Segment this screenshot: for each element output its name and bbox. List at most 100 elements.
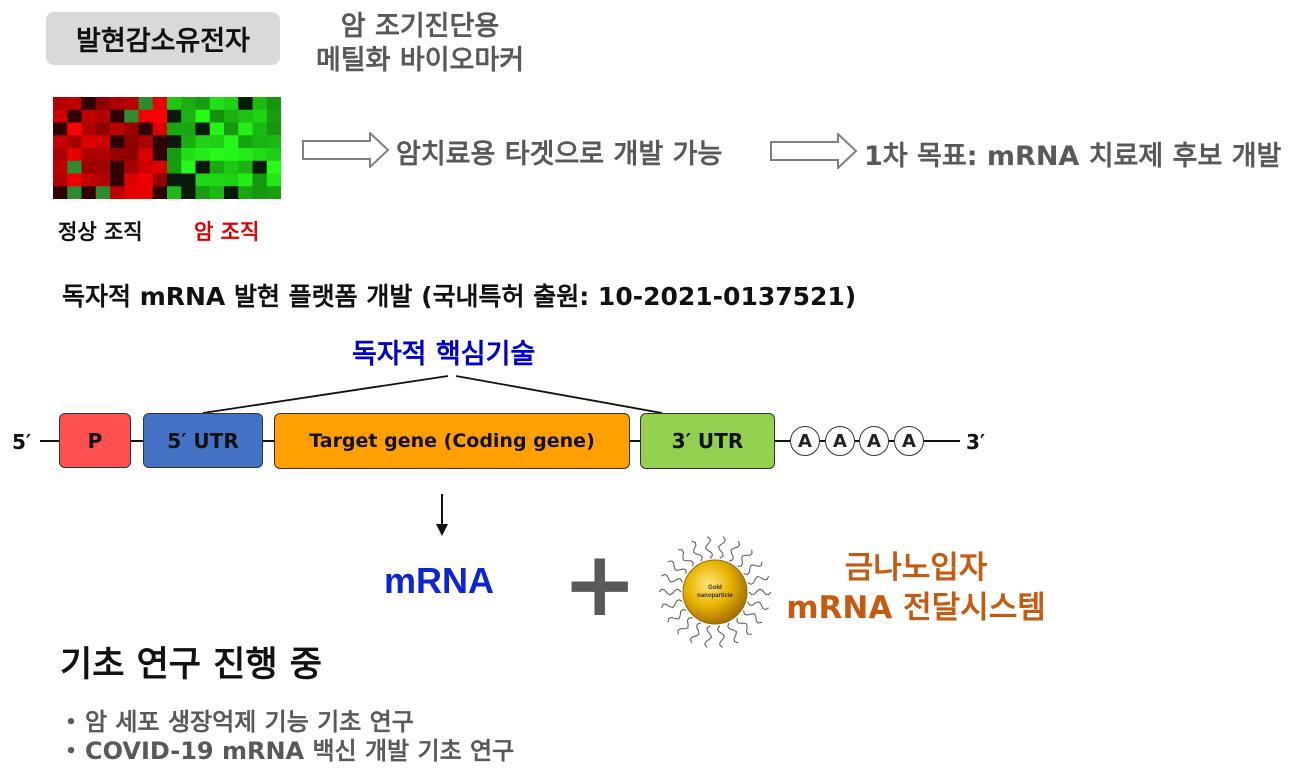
heatmap-cell [167,97,182,111]
heatmap-cell [224,186,239,199]
heatmap-cell [124,97,139,111]
heatmap-cell [238,173,253,187]
heatmap-cell [110,173,125,187]
subtitle-line-1: 암 조기진단용 [340,11,500,42]
ligand-strand [743,610,763,624]
heatmap-cell [167,148,182,162]
heatmap-cell [95,148,111,162]
heatmap-cell [81,173,97,187]
heatmap-cell [124,135,139,149]
biomarker-subtitle: 암 조기진단용 메틸화 바이오마커 [300,10,540,78]
flow-arrow-2 [770,133,858,169]
platform-heading: 독자적 mRNA 발현 플랫폼 개발 (국내특허 출원: 10-2021-013… [62,282,857,311]
heatmap-cell [252,109,268,123]
heatmap-cell [124,186,139,199]
ligand-strand [728,540,741,562]
ligand-strand [747,601,769,611]
heatmap-cell [238,122,253,136]
heatmap-cell [209,122,225,136]
heatmap-cell [195,148,211,162]
heatmap-cell [266,135,281,149]
heatmap-cell [209,173,225,187]
heatmap-cell [238,135,253,149]
ligand-strand [667,608,687,623]
ligand-strand [747,575,770,585]
heatmap-cell [95,186,111,199]
heatmap-cell [95,109,111,123]
heatmap-cell [238,109,253,123]
heatmap-cell [195,135,211,149]
heatmap-cell [53,135,68,149]
heatmap-cell [138,173,154,187]
heatmap-cell [81,122,97,136]
heatmap-cell [252,160,268,174]
heatmap-cell [67,97,82,111]
bracket-left [202,375,449,414]
heatmap-cell [53,148,68,162]
heatmap-cell [209,148,225,162]
delivery-line-2: mRNA 전달시스템 [786,590,1046,626]
heatmap-cell [110,109,125,123]
list-item: 암 세포 생장억제 기능 기초 연구 [57,708,514,737]
heatmap-cell [152,109,168,123]
heatmap-cell [95,122,111,136]
heatmap-cell [195,109,211,123]
heatmap-cell [138,148,154,162]
heatmap-cell [124,160,139,174]
heatmap-cell [238,160,253,174]
heatmap-cell [95,135,111,149]
heatmap-cell [224,109,239,123]
heatmap-cell [124,173,139,187]
heatmap-cell [209,135,225,149]
heatmap-cell [266,97,281,111]
ligand-strand [704,536,714,559]
flow-step-1: 암치료용 타겟으로 개발 가능 [396,139,723,170]
plus-sign: + [562,532,638,637]
heatmap-cell [67,186,82,199]
heatmap-cell [195,186,211,199]
flow-step-2: 1차 목표: mRNA 치료제 후보 개발 [864,141,1282,172]
heatmap-cell [53,109,68,123]
construct-lines [40,375,960,536]
ligand-strand [736,617,752,635]
heatmap-cell [195,160,211,174]
heatmap-cell [224,160,239,174]
gene-badge: 발현감소유전자 [46,12,280,65]
heatmap-cell [209,109,225,123]
heatmap-cell [195,97,211,111]
heatmap-cell [181,186,196,199]
mrna-label: mRNA [384,560,495,601]
heatmap-cell [252,135,268,149]
ligand-strand [661,573,683,583]
heatmap-cell [67,173,82,187]
heatmap-cell [238,186,253,199]
promoter-box: P [59,413,131,468]
heatmap-cell [138,135,154,149]
ligand-strand [691,540,703,562]
heatmap-cell [110,97,125,111]
heatmap-cell [53,97,68,111]
heatmap-cell [67,109,82,123]
heatmap-cell [53,173,68,187]
polya-a-2: A [825,426,855,456]
heatmap-cell [138,109,154,123]
heatmap-cell [152,122,168,136]
basic-research-list: 암 세포 생장억제 기능 기초 연구 COVID-19 mRNA 백신 개발 기… [57,708,514,766]
heatmap-cell [110,135,125,149]
heatmap-cell [167,186,182,199]
heatmap-cell [224,97,239,111]
heatmap-cell [209,160,225,174]
subtitle-line-2: 메틸화 바이오마커 [315,45,525,76]
ligand-strand [677,617,693,635]
heatmap-cell [181,135,196,149]
heatmap-cell [152,186,168,199]
heatmap-cell [181,109,196,123]
ligand-strand [667,560,687,574]
ligand-strand [678,549,694,567]
heatmap-cell [152,173,168,187]
heatmap-cell [81,148,97,162]
ligand-strand [689,622,702,644]
heatmap-cell [252,97,268,111]
heatmap-cell [167,135,182,149]
ligand-strand [727,622,739,644]
